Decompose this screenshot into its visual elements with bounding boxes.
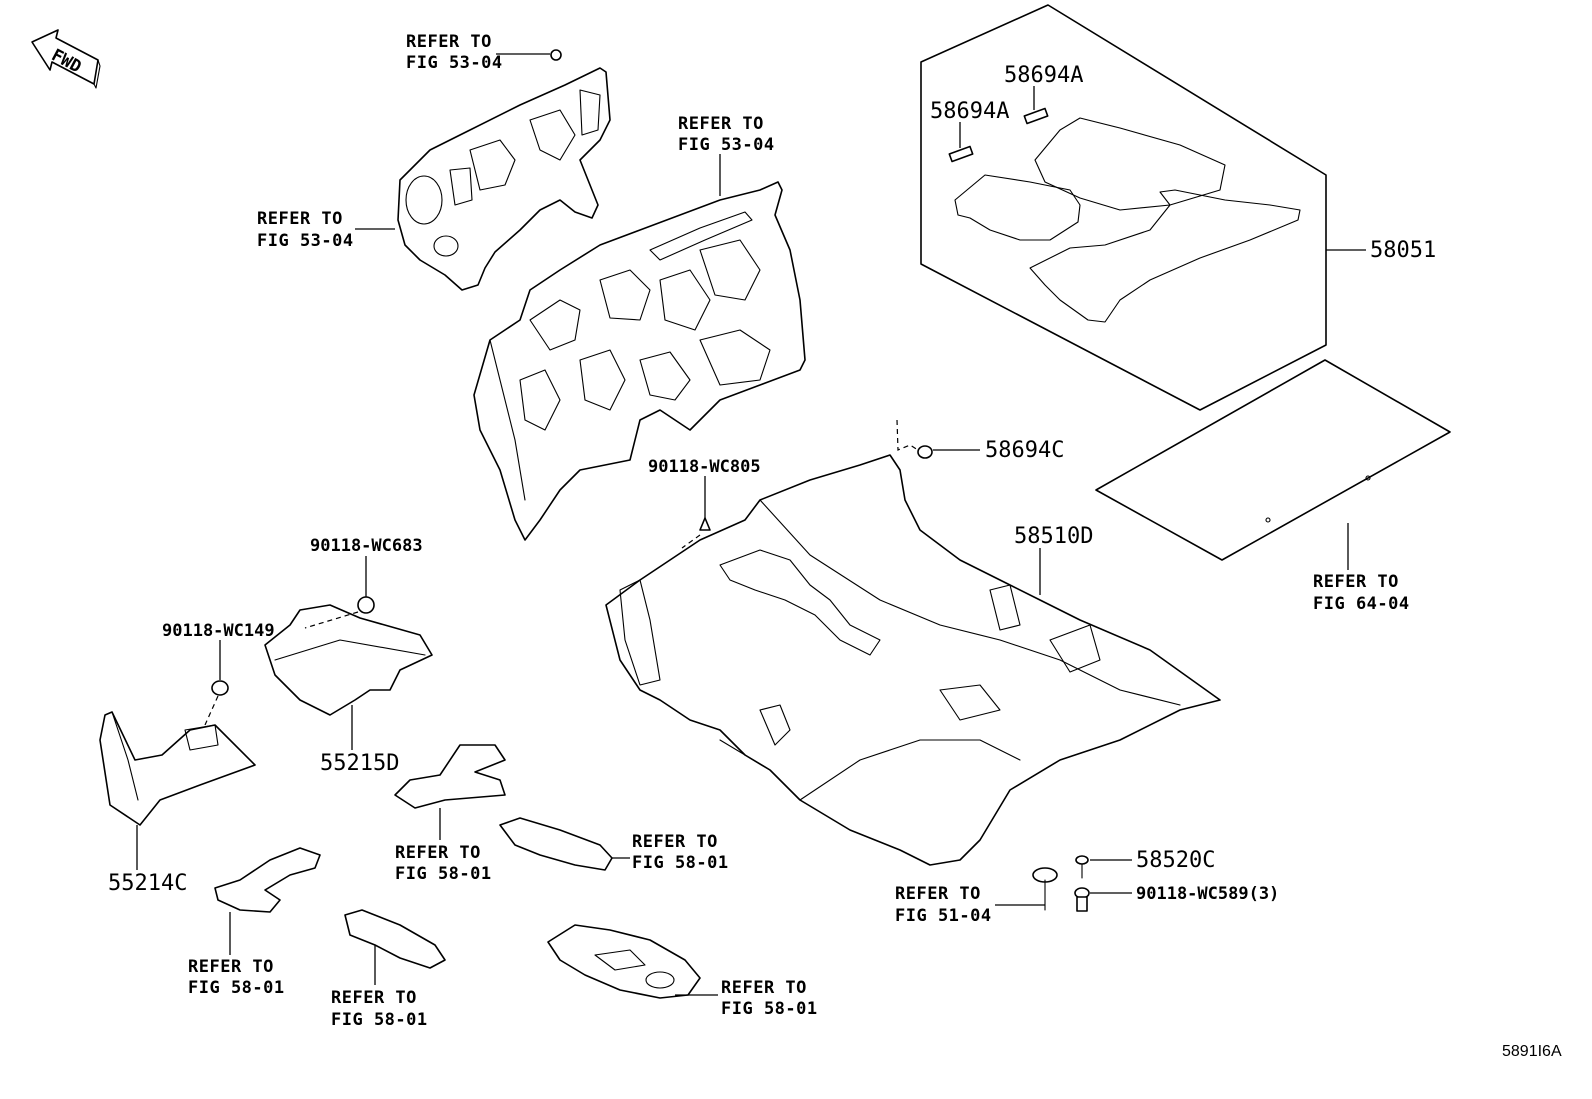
dash-insulator-upper <box>397 67 611 291</box>
svg-text:REFER TO: REFER TO <box>1313 572 1399 592</box>
svg-text:REFER TO: REFER TO <box>895 884 981 904</box>
clip-icon <box>550 49 562 61</box>
svg-text:FIG 53-04: FIG 53-04 <box>678 135 775 155</box>
svg-text:FIG 58-01: FIG 58-01 <box>721 999 818 1019</box>
part-number-90118-wc805: 90118-WC805 <box>648 457 761 477</box>
callout-refer-53-04-top: REFER TO FIG 53-04 <box>406 32 503 73</box>
clip-icon <box>357 596 375 614</box>
svg-text:FIG 58-01: FIG 58-01 <box>632 853 729 873</box>
insulator-piece-b <box>499 817 613 871</box>
callout-refer-51-04: REFER TO FIG 51-04 <box>895 884 992 926</box>
svg-text:REFER TO: REFER TO <box>395 843 481 863</box>
clip-icon <box>917 445 933 459</box>
svg-text:REFER TO: REFER TO <box>257 209 343 229</box>
callout-refer-58-01-e: REFER TO FIG 58-01 <box>721 978 818 1019</box>
insulator-piece-a <box>394 744 506 809</box>
insulator-piece-e <box>547 924 701 999</box>
part-number-90118-wc683: 90118-WC683 <box>310 536 423 556</box>
part-number-55215D: 55215D <box>320 751 399 776</box>
insulator-piece-c <box>214 847 321 913</box>
callout-refer-53-04-mid: REFER TO FIG 53-04 <box>678 114 775 155</box>
floor-mat-set-box <box>920 4 1327 411</box>
part-number-58520C: 58520C <box>1136 848 1215 873</box>
callout-refer-58-01-c: REFER TO FIG 58-01 <box>188 957 285 998</box>
svg-text:REFER TO: REFER TO <box>632 832 718 852</box>
clip-icon <box>1074 887 1090 912</box>
svg-text:REFER TO: REFER TO <box>188 957 274 977</box>
clip-icon <box>699 517 711 531</box>
svg-text:REFER TO: REFER TO <box>331 988 417 1008</box>
svg-text:FIG 58-01: FIG 58-01 <box>188 978 285 998</box>
fwd-arrow-icon: FWD <box>31 29 101 89</box>
callout-refer-53-04-left: REFER TO FIG 53-04 <box>257 209 354 251</box>
part-number-55214C: 55214C <box>108 871 187 896</box>
svg-text:FIG 53-04: FIG 53-04 <box>257 231 354 251</box>
svg-text:FIG 58-01: FIG 58-01 <box>331 1010 428 1030</box>
part-number-58051: 58051 <box>1370 238 1436 263</box>
figure-id: 5891I6A <box>1502 1043 1562 1060</box>
svg-text:REFER TO: REFER TO <box>678 114 764 134</box>
insulator-55214C <box>99 711 256 826</box>
svg-text:FIG 64-04: FIG 64-04 <box>1313 594 1410 614</box>
callout-refer-64-04: REFER TO FIG 64-04 <box>1313 572 1410 614</box>
svg-text:FIG 53-04: FIG 53-04 <box>406 53 503 73</box>
callout-refer-58-01-b: REFER TO FIG 58-01 <box>632 832 729 873</box>
insulator-piece-d <box>344 909 446 969</box>
part-number-58694A-left: 58694A <box>930 99 1009 124</box>
svg-text:FIG 58-01: FIG 58-01 <box>395 864 492 884</box>
grommet-icon <box>1032 867 1058 911</box>
callout-refer-58-01-a: REFER TO FIG 58-01 <box>395 843 492 884</box>
part-number-58510D: 58510D <box>1014 524 1093 549</box>
floor-carpet-main <box>605 454 1221 866</box>
dash-insulator-main <box>473 181 806 541</box>
svg-text:REFER TO: REFER TO <box>721 978 807 998</box>
clip-icon <box>211 680 229 696</box>
part-number-58694A-right: 58694A <box>1004 63 1083 88</box>
svg-text:FIG 51-04: FIG 51-04 <box>895 906 992 926</box>
part-number-90118-wc589: 90118-WC589(3) <box>1136 884 1279 904</box>
part-number-58694C: 58694C <box>985 438 1064 463</box>
part-number-90118-wc149: 90118-WC149 <box>162 621 275 641</box>
callout-refer-58-01-d: REFER TO FIG 58-01 <box>331 988 428 1030</box>
svg-text:REFER TO: REFER TO <box>406 32 492 52</box>
insulator-55215D <box>264 604 433 716</box>
rear-cargo-mat <box>1095 359 1451 561</box>
screw-icon <box>1075 855 1089 879</box>
